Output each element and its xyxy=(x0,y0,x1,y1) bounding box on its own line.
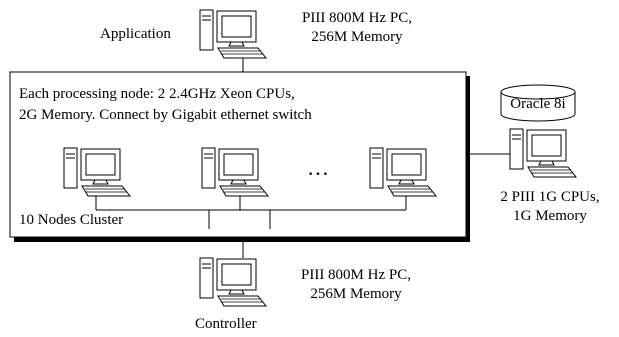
database-spec-line2: 1G Memory xyxy=(513,208,587,224)
application-label: Application xyxy=(100,26,171,42)
application-pc-computer-icon xyxy=(199,9,267,59)
controller-pc-computer-icon xyxy=(199,257,267,307)
database-label: Oracle 8i xyxy=(510,96,566,112)
cluster-name-label: 10 Nodes Cluster xyxy=(19,212,124,228)
controller-spec: PIII 800M Hz PC, 256M Memory xyxy=(266,266,446,304)
cluster-ellipsis: … xyxy=(307,155,329,180)
application-spec-line2: 256M Memory xyxy=(311,29,403,45)
database-spec-line1: 2 PIII 1G CPUs, xyxy=(500,189,600,205)
cluster-description-line2: 2G Memory. Connect by Gigabit ethernet s… xyxy=(19,107,312,123)
database-server-computer-icon xyxy=(509,128,577,178)
controller-spec-line2: 256M Memory xyxy=(310,286,402,302)
database-server-spec: 2 PIII 1G CPUs, 1G Memory xyxy=(484,188,616,226)
cluster-description-line1: Each processing node: 2 2.4GHz Xeon CPUs… xyxy=(19,86,295,102)
application-spec-line1: PIII 800M Hz PC, xyxy=(301,10,412,26)
application-spec: PIII 800M Hz PC, 256M Memory xyxy=(282,9,432,47)
controller-label: Controller xyxy=(195,316,257,332)
database-cylinder-icon xyxy=(500,84,576,122)
controller-spec-line1: PIII 800M Hz PC, xyxy=(300,267,411,283)
cluster-network-wiring xyxy=(95,196,407,229)
